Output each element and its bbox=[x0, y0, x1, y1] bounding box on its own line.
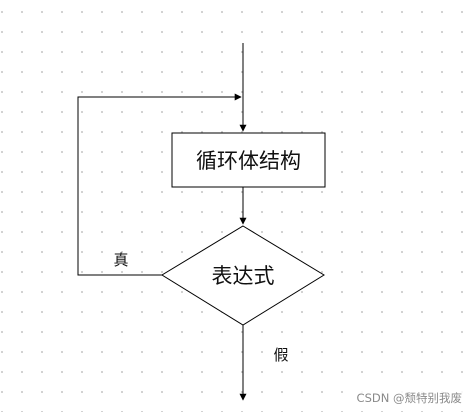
watermark-text: CSDN @颓特别我废 bbox=[354, 390, 464, 406]
loop-back-arrow bbox=[77, 93, 242, 276]
true-branch-label: 真 bbox=[113, 251, 128, 269]
loop-body-label: 循环体结构 bbox=[196, 149, 301, 173]
loop-body-box bbox=[171, 132, 326, 188]
condition-label: 表达式 bbox=[212, 264, 275, 288]
false-branch-label: 假 bbox=[273, 346, 288, 364]
